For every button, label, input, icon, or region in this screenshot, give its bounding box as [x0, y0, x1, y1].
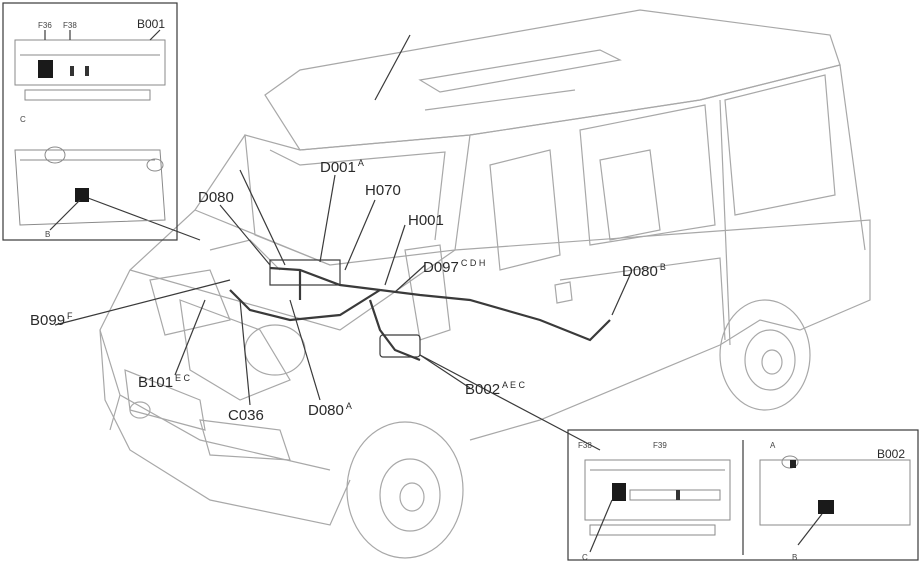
label-f36: F36	[38, 21, 52, 30]
leader-lines	[54, 34, 631, 451]
label-inset-c2: C	[582, 553, 588, 562]
label-d080: D080	[198, 189, 234, 206]
label-f38b: F38	[578, 441, 592, 450]
van-outline	[99, 9, 871, 559]
label-inset-a: A	[770, 441, 776, 450]
label-b001: B001	[137, 17, 165, 31]
connector-block	[75, 188, 89, 202]
label-h070: H070	[365, 182, 401, 199]
label-inset-c: C	[20, 115, 26, 124]
inset-top-left: F36 F38 B001 C B	[2, 2, 178, 241]
connector-block	[612, 483, 626, 501]
label-f39: F39	[653, 441, 667, 450]
inset-bottom-right: F38 F39 A B002 C B	[567, 429, 919, 562]
wiring-harness	[229, 259, 611, 362]
connector-block	[38, 60, 53, 78]
label-inset-b: B	[45, 230, 50, 239]
label-inset-b2: B	[792, 553, 797, 562]
label-c036: C036	[228, 407, 264, 424]
connector-block	[818, 500, 834, 514]
label-h001: H001	[408, 212, 444, 229]
label-f38: F38	[63, 21, 77, 30]
label-b002b: B002	[877, 447, 905, 461]
